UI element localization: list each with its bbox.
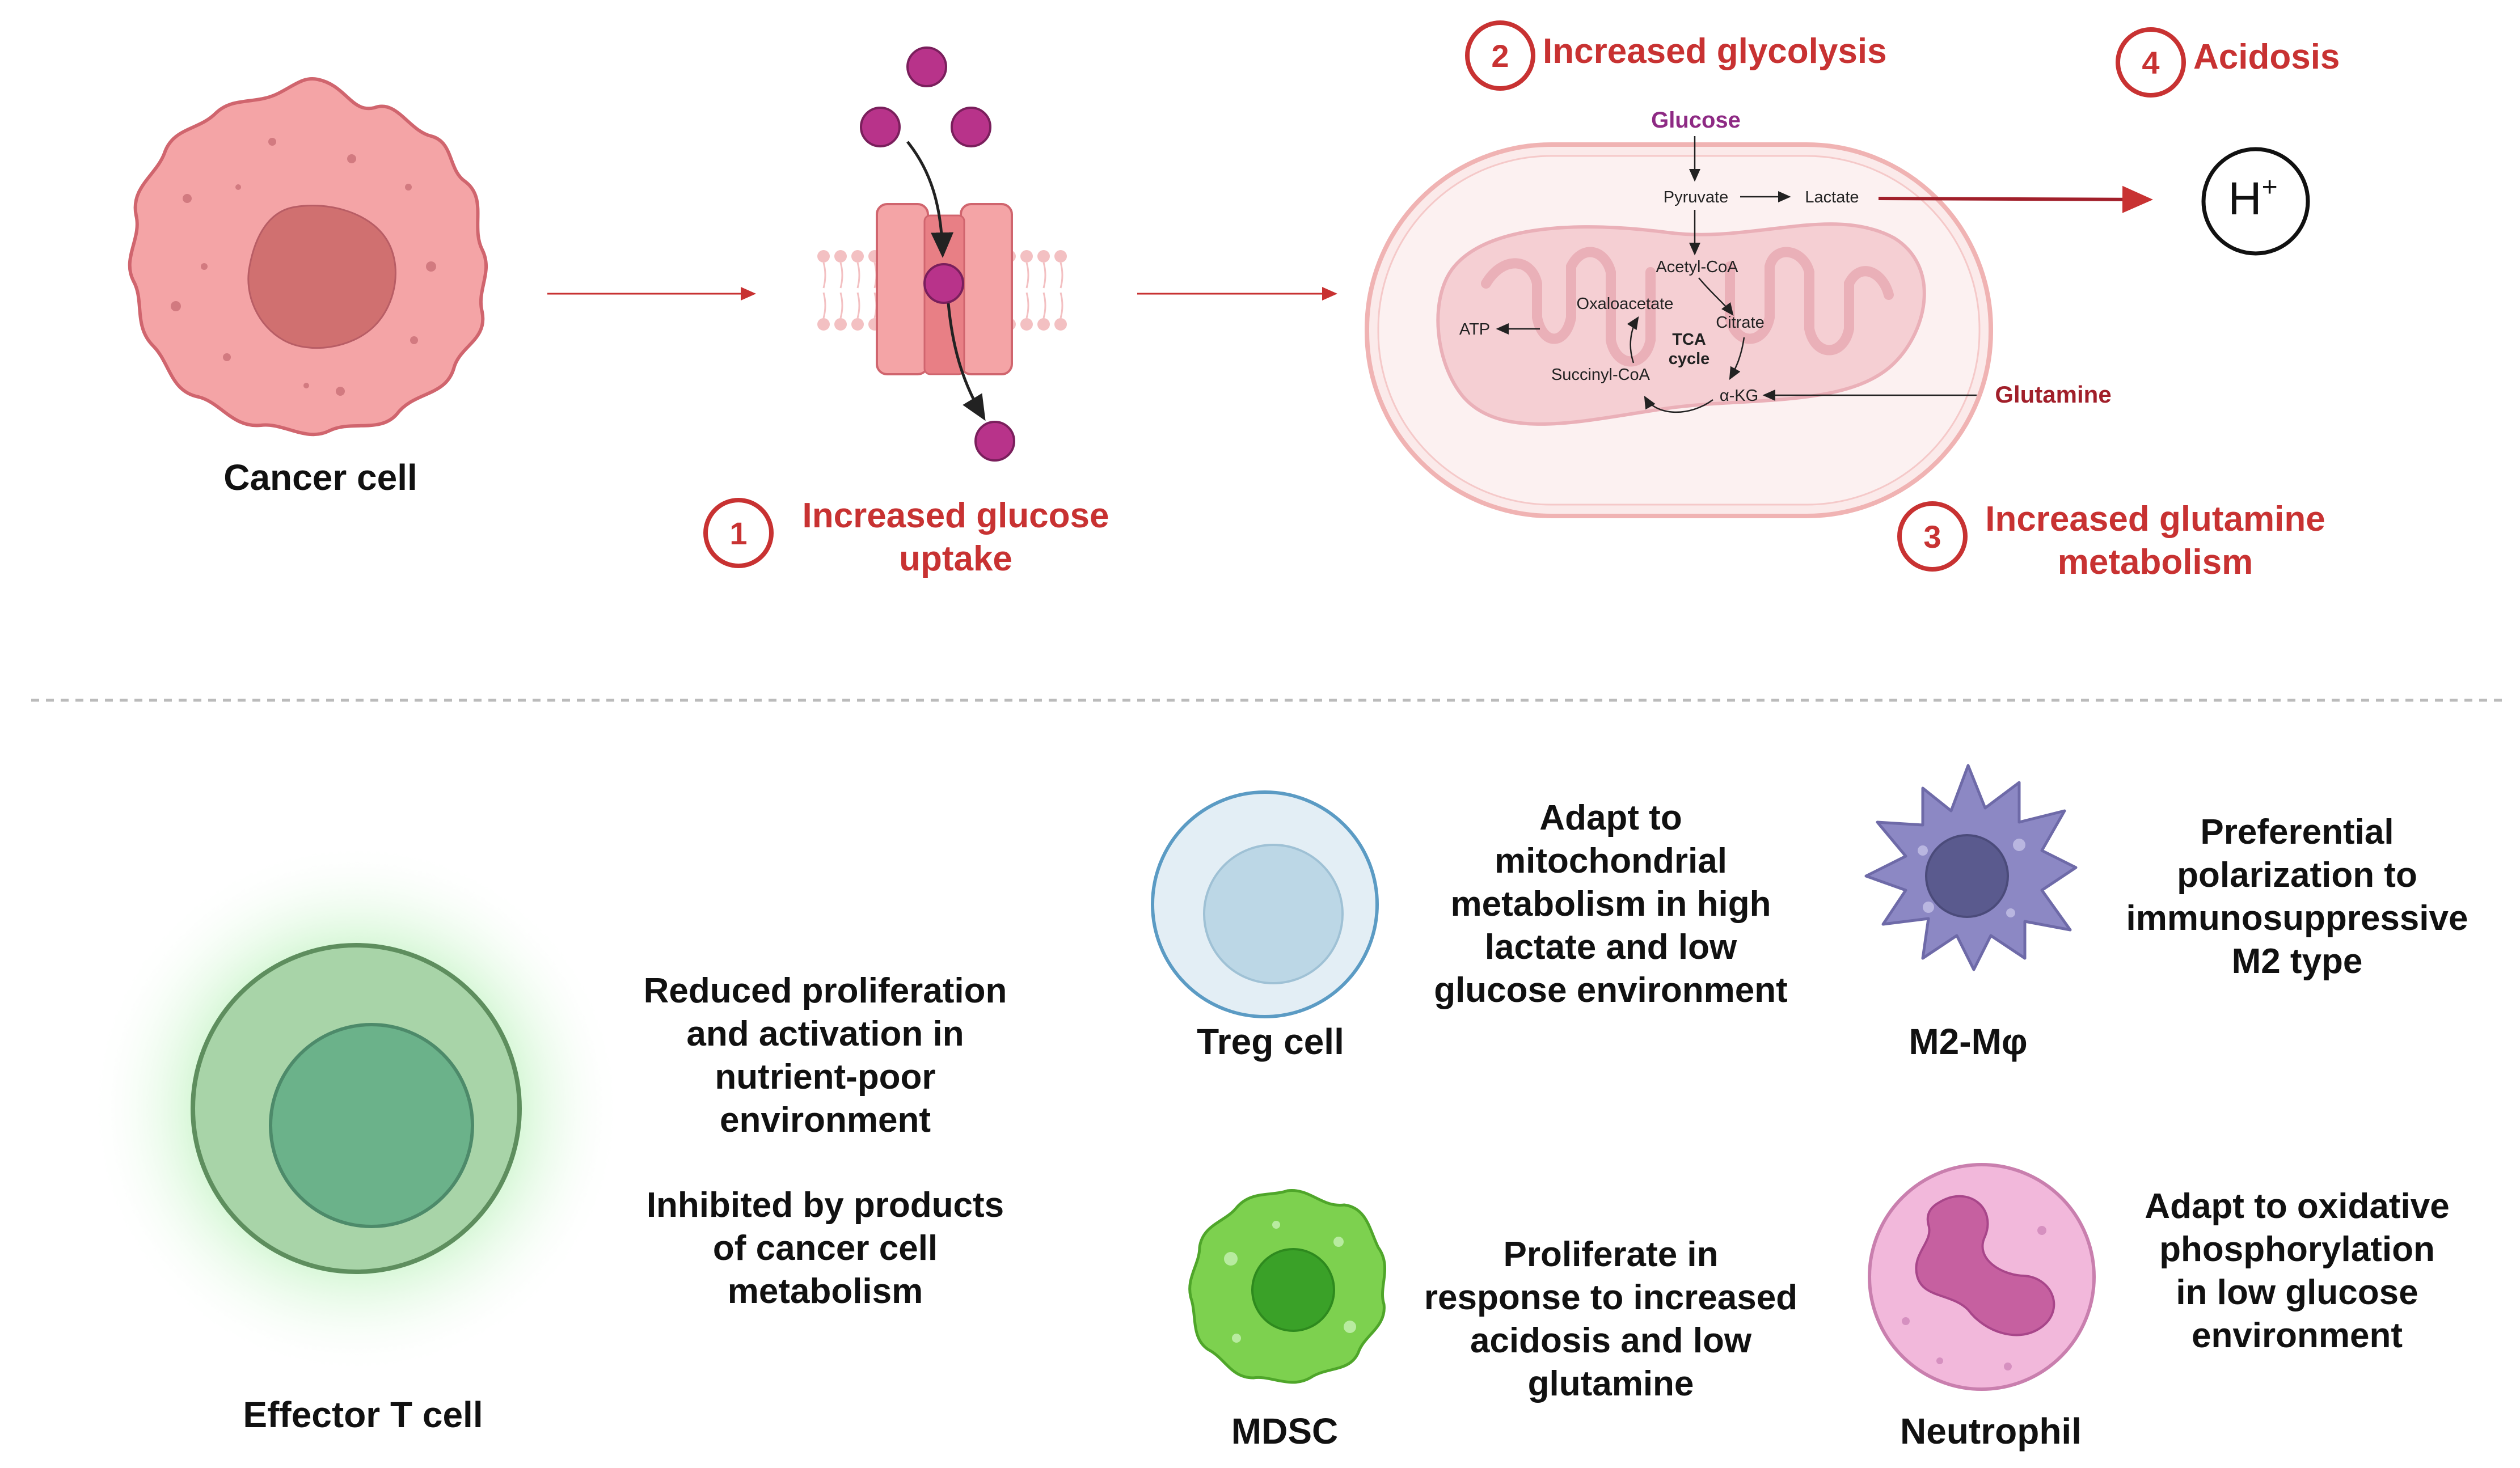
step1-text: Increased glucose uptake — [802, 496, 1109, 578]
glutamine-label: Glutamine — [1995, 381, 2111, 408]
effector-desc-proliferation: Reduced proliferation and activation in … — [643, 971, 1007, 1140]
lactate-label: Lactate — [1805, 188, 1859, 206]
step1-badge: 1 — [703, 498, 774, 568]
succinyl-coa-label: Succinyl-CoA — [1551, 366, 1651, 384]
effector-t-cell-label: Effector T cell — [243, 1394, 483, 1435]
mdsc-label: MDSC — [1231, 1411, 1339, 1452]
m2-macrophage-icon — [1864, 764, 2078, 971]
step4-text: Acidosis — [2193, 37, 2340, 77]
cell-metabolism-icon — [1365, 142, 1993, 518]
svg-text:H+: H+ — [2228, 172, 2277, 225]
neutrophil-desc: Adapt to oxidative phosphorylation in lo… — [2145, 1187, 2450, 1355]
pathway-arrows — [1496, 136, 1977, 413]
mdsc-desc: Proliferate in response to increased aci… — [1424, 1235, 1798, 1403]
tca-cycle-label-line1: TCA — [1672, 331, 1706, 349]
svg-text:1: 1 — [729, 515, 747, 551]
step2-badge: 2 — [1465, 20, 1535, 91]
cancer-cell-icon — [128, 77, 488, 437]
akg-label: α-KG — [1720, 387, 1758, 405]
step-badges: 1 2 3 4 — [703, 20, 2186, 572]
neutrophil-icon — [1868, 1163, 2096, 1391]
svg-text:4: 4 — [2142, 45, 2159, 81]
effector-desc-inhibited: Inhibited by products of cancer cell met… — [646, 1186, 1004, 1311]
m2-macrophage-label: M2-Mφ — [1909, 1021, 2028, 1062]
pathway-labels: Glucose Pyruvate Lactate Acetyl-CoA Citr… — [1459, 108, 2112, 408]
svg-text:3: 3 — [1923, 519, 1941, 555]
tca-cycle-label-line2: cycle — [1669, 350, 1710, 368]
cancer-cell-label: Cancer cell — [223, 457, 417, 498]
treg-desc: Adapt to mitochondrial metabolism in hig… — [1434, 798, 1788, 1010]
step2-text: Increased glycolysis — [1543, 32, 1887, 71]
proton-icon: H+ — [2201, 147, 2310, 256]
neutrophil-label: Neutrophil — [1900, 1411, 2082, 1452]
acetyl-coa-label: Acetyl-CoA — [1656, 258, 1738, 276]
m2-desc: Preferential polarization to immunosuppr… — [2126, 813, 2468, 981]
glucose-label: Glucose — [1651, 108, 1741, 133]
step3-badge: 3 — [1897, 501, 1968, 572]
treg-cell-icon — [1151, 790, 1379, 1018]
mitochondrion-icon — [1436, 222, 1926, 426]
pyruvate-label: Pyruvate — [1664, 188, 1728, 206]
arrow-lactate-to-proton — [1878, 185, 2153, 213]
svg-text:2: 2 — [1491, 38, 1509, 74]
step3-text: Increased glutamine metabolism — [1985, 500, 2325, 582]
effector-t-cell-icon — [90, 842, 623, 1375]
citrate-label: Citrate — [1716, 314, 1764, 332]
atp-label: ATP — [1459, 320, 1490, 339]
glucose-transporter-icon — [817, 46, 1067, 462]
step4-badge: 4 — [2116, 27, 2186, 98]
treg-cell-label: Treg cell — [1197, 1021, 1344, 1062]
mdsc-icon — [1188, 1189, 1387, 1384]
oxaloacetate-label: Oxaloacetate — [1577, 295, 1674, 313]
